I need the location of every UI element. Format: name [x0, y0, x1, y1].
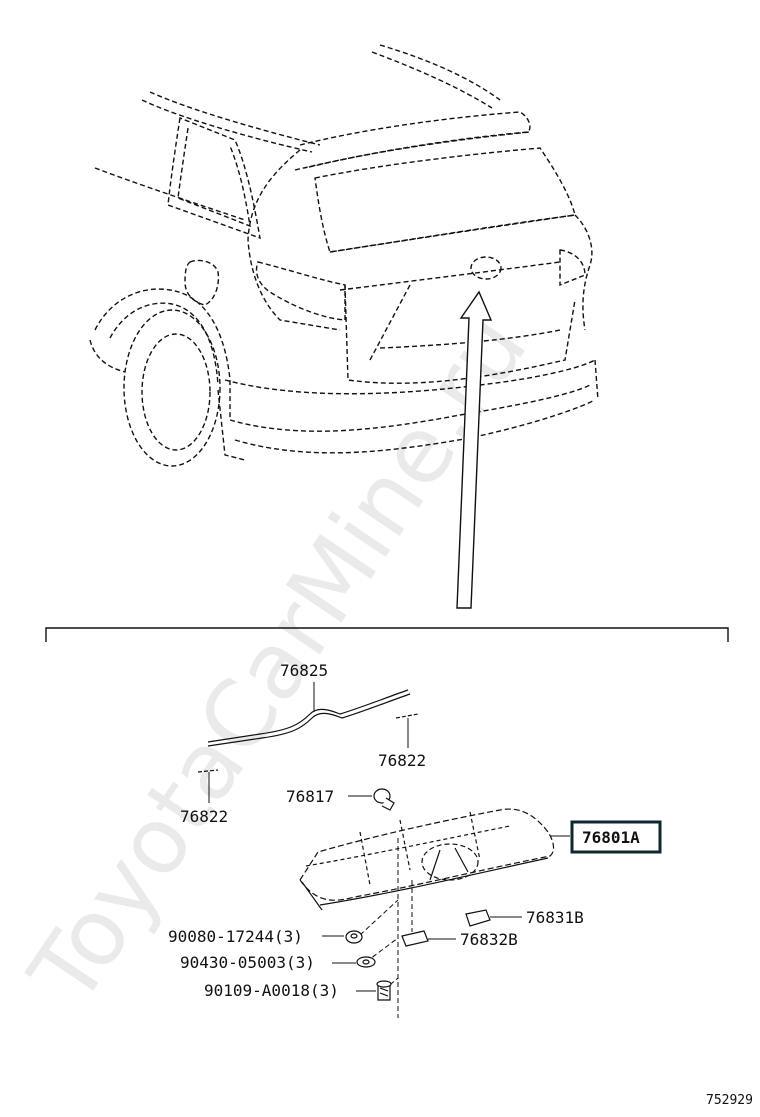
label-90080[interactable]: 90080-17244(3): [168, 927, 303, 946]
part-90109-bolt: [376, 980, 392, 1001]
vehicle-rear-illustration: [89, 44, 599, 467]
part-76831B-pad: [465, 909, 491, 927]
label-76831B[interactable]: 76831B: [526, 908, 584, 927]
label-76825[interactable]: 76825: [280, 661, 328, 680]
part-90080-nut: [345, 930, 363, 944]
label-76801A[interactable]: 76801A: [582, 828, 640, 847]
label-76822-left[interactable]: 76822: [180, 807, 228, 826]
location-arrow: [456, 290, 493, 609]
part-76825-strip: [207, 689, 411, 747]
section-bracket: [45, 627, 729, 642]
label-90109[interactable]: 90109-A0018(3): [204, 981, 339, 1000]
part-76822-left-clip: [197, 769, 219, 773]
part-76822-right-clip: [395, 713, 419, 719]
label-90430[interactable]: 90430-05003(3): [180, 953, 315, 972]
part-76801A-garnish: [299, 808, 555, 911]
part-90430-washer: [356, 956, 376, 968]
part-76832B-pad: [401, 930, 429, 947]
label-76817[interactable]: 76817: [286, 787, 334, 806]
figure-number: 752929: [706, 1093, 753, 1108]
highlight-box-76801A: [570, 820, 662, 854]
label-76822-right[interactable]: 76822: [378, 751, 426, 770]
label-76832B[interactable]: 76832B: [460, 930, 518, 949]
part-76817-clip: [373, 788, 395, 811]
